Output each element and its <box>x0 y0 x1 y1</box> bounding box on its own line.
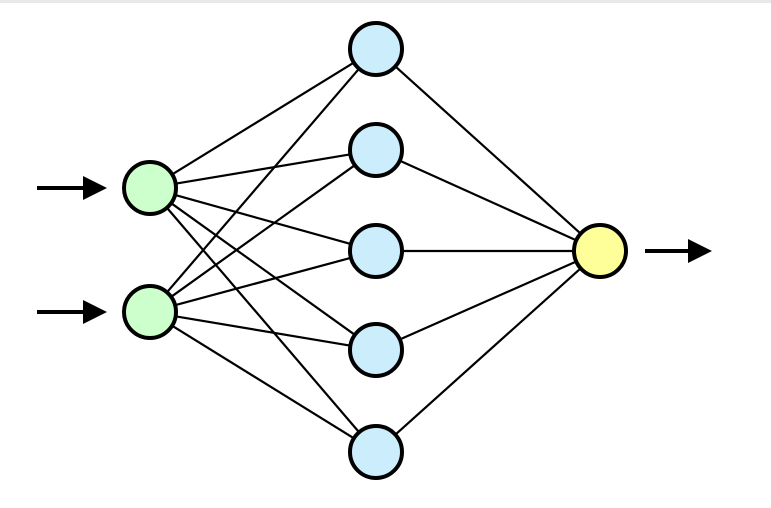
hidden-neuron-2-circle[interactable] <box>348 122 404 178</box>
input-arrow <box>37 300 107 324</box>
node-h3[interactable] <box>348 223 404 279</box>
node-i1[interactable] <box>122 160 178 216</box>
input-neuron-2-circle[interactable] <box>122 284 178 340</box>
connection-edge <box>169 163 357 299</box>
input-arrow-head <box>83 300 107 324</box>
io-arrow-group <box>37 176 712 324</box>
top-edge-strip <box>0 0 771 3</box>
connection-edge <box>173 193 353 246</box>
connection-edge <box>170 61 356 176</box>
node-group <box>122 21 628 480</box>
node-o1[interactable] <box>572 223 628 279</box>
connection-edge <box>174 315 352 347</box>
connection-edge <box>169 201 357 337</box>
hidden-neuron-1-circle[interactable] <box>348 21 404 77</box>
output-neuron-1-circle[interactable] <box>572 223 628 279</box>
connection-edge <box>393 266 583 437</box>
node-h1[interactable] <box>348 21 404 77</box>
output-arrow <box>645 239 712 263</box>
connection-edge <box>398 260 578 341</box>
node-i2[interactable] <box>122 284 178 340</box>
input-arrow <box>37 176 107 200</box>
node-h2[interactable] <box>348 122 404 178</box>
node-h4[interactable] <box>348 322 404 378</box>
hidden-neuron-4-circle[interactable] <box>348 322 404 378</box>
edge-group <box>165 61 583 440</box>
input-arrow-head <box>83 176 107 200</box>
output-arrow-head <box>688 239 712 263</box>
hidden-neuron-3-circle[interactable] <box>348 223 404 279</box>
connection-edge <box>173 256 353 307</box>
connection-edge <box>393 64 583 236</box>
node-h5[interactable] <box>348 424 404 480</box>
connection-edge <box>174 153 352 185</box>
connection-edge <box>398 159 578 242</box>
hidden-neuron-5-circle[interactable] <box>348 424 404 480</box>
connection-edge <box>165 206 361 434</box>
input-neuron-1-circle[interactable] <box>122 160 178 216</box>
connection-edge <box>165 67 361 294</box>
connection-edge <box>170 324 356 440</box>
